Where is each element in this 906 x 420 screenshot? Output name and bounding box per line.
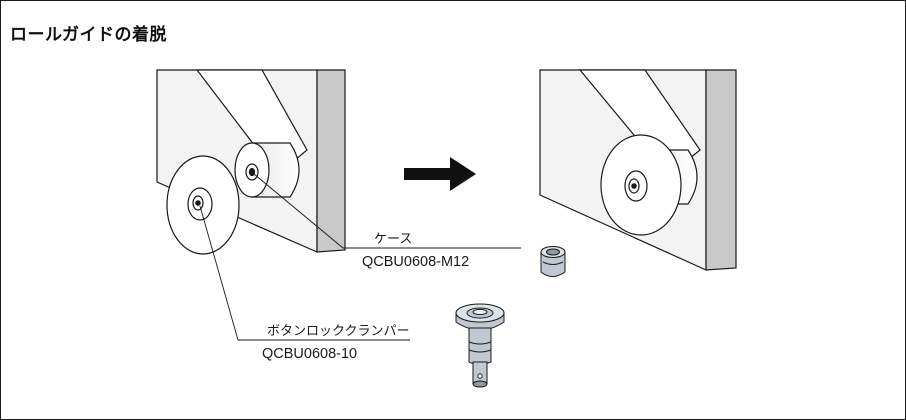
clamper-part [455,303,505,388]
leader-lines [199,173,521,341]
right-plate-side [705,69,737,271]
direction-arrow [404,157,476,191]
case-part [540,246,566,277]
figure-title: ロールガイドの着脱 [10,25,167,45]
leader-clamper [199,205,410,341]
case-code-label: QCBU0608-M12 [362,254,470,270]
clamper-code-label: QCBU0608-10 [262,346,358,362]
right-assembly [539,69,737,271]
left-assembly [156,69,346,255]
left-plate-side [316,69,346,253]
case-name-label: ケース [374,232,413,247]
leader-case [253,173,521,249]
clamper-name-label: ボタンロッククランパー [267,324,410,339]
